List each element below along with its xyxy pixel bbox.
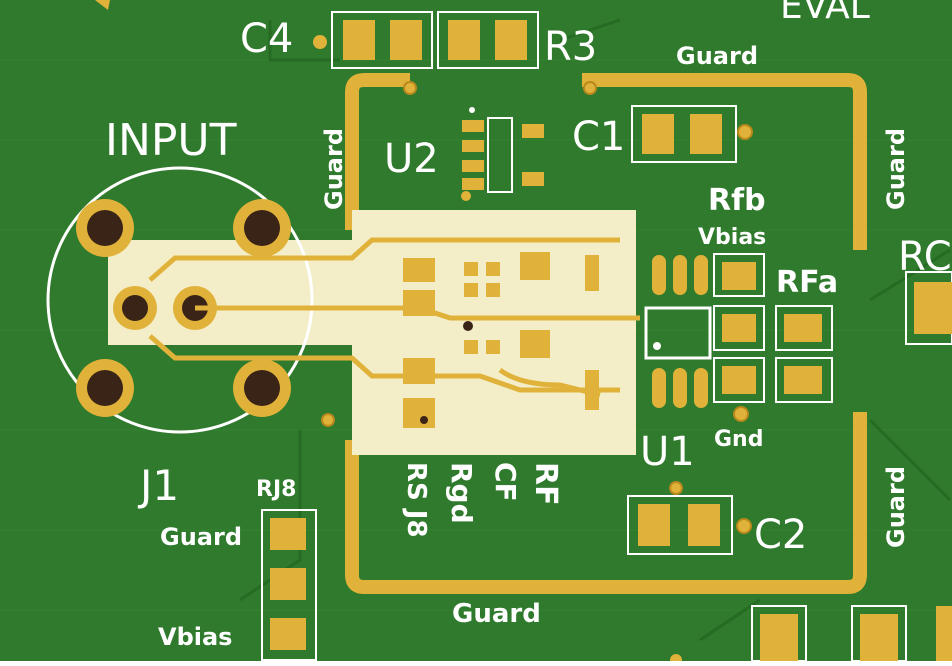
label-rfa: RFa [776,265,838,300]
label-rs-j8: RS J8 [401,462,431,538]
label-top-right-partial: EVAL [780,0,870,27]
label-vbias-top: Vbias [698,225,766,250]
connector-outline [46,166,314,434]
guard-ring [345,73,867,594]
sma-connector-icon [76,199,291,417]
ptfe-input-area [108,210,636,455]
c2-footprint [627,481,752,555]
rc-footprint [905,271,952,345]
label-j1: J1 [137,461,179,510]
via [403,81,417,95]
silkscreen-labels: INPUT J1 U2 C4 R3 C1 Rfb Vbias RFa RC U1… [105,0,952,651]
label-rf: RF [528,462,563,506]
u1-footprint [644,255,712,408]
label-guard-left-vertical: Guard [320,128,348,210]
label-u2: U2 [384,136,439,182]
input-area-pads [403,252,599,428]
edge-fragment [95,0,110,10]
label-guard-bottom: Guard [452,599,541,629]
label-c2: C2 [754,512,807,558]
label-guard-top: Guard [676,42,758,70]
label-rgd: Rgd [445,462,478,524]
label-rc: RC [898,234,952,280]
label-c4: C4 [240,16,293,62]
rf-resistor-pads [713,253,833,422]
via [420,416,428,424]
c1-footprint [631,105,753,163]
label-guard-header: Guard [160,523,242,551]
rj8-header [261,413,335,661]
buried-traces [239,18,952,642]
via [313,35,327,49]
c4-footprint [331,11,433,69]
label-cf: CF [489,462,522,502]
label-vbias-header: Vbias [158,623,232,651]
label-c1: C1 [572,114,625,160]
via [463,321,473,331]
label-input: INPUT [105,115,237,166]
label-gnd: Gnd [714,427,763,452]
label-guard-right-bottom: Guard [882,466,910,548]
label-u1: U1 [640,429,695,475]
label-rj8: RJ8 [256,477,296,502]
label-rfb: Rfb [708,183,766,218]
u2-footprint [461,107,544,201]
label-r3: R3 [544,24,597,70]
label-guard-right-top: Guard [882,128,910,210]
via [583,81,597,95]
r3-footprint [437,11,539,69]
